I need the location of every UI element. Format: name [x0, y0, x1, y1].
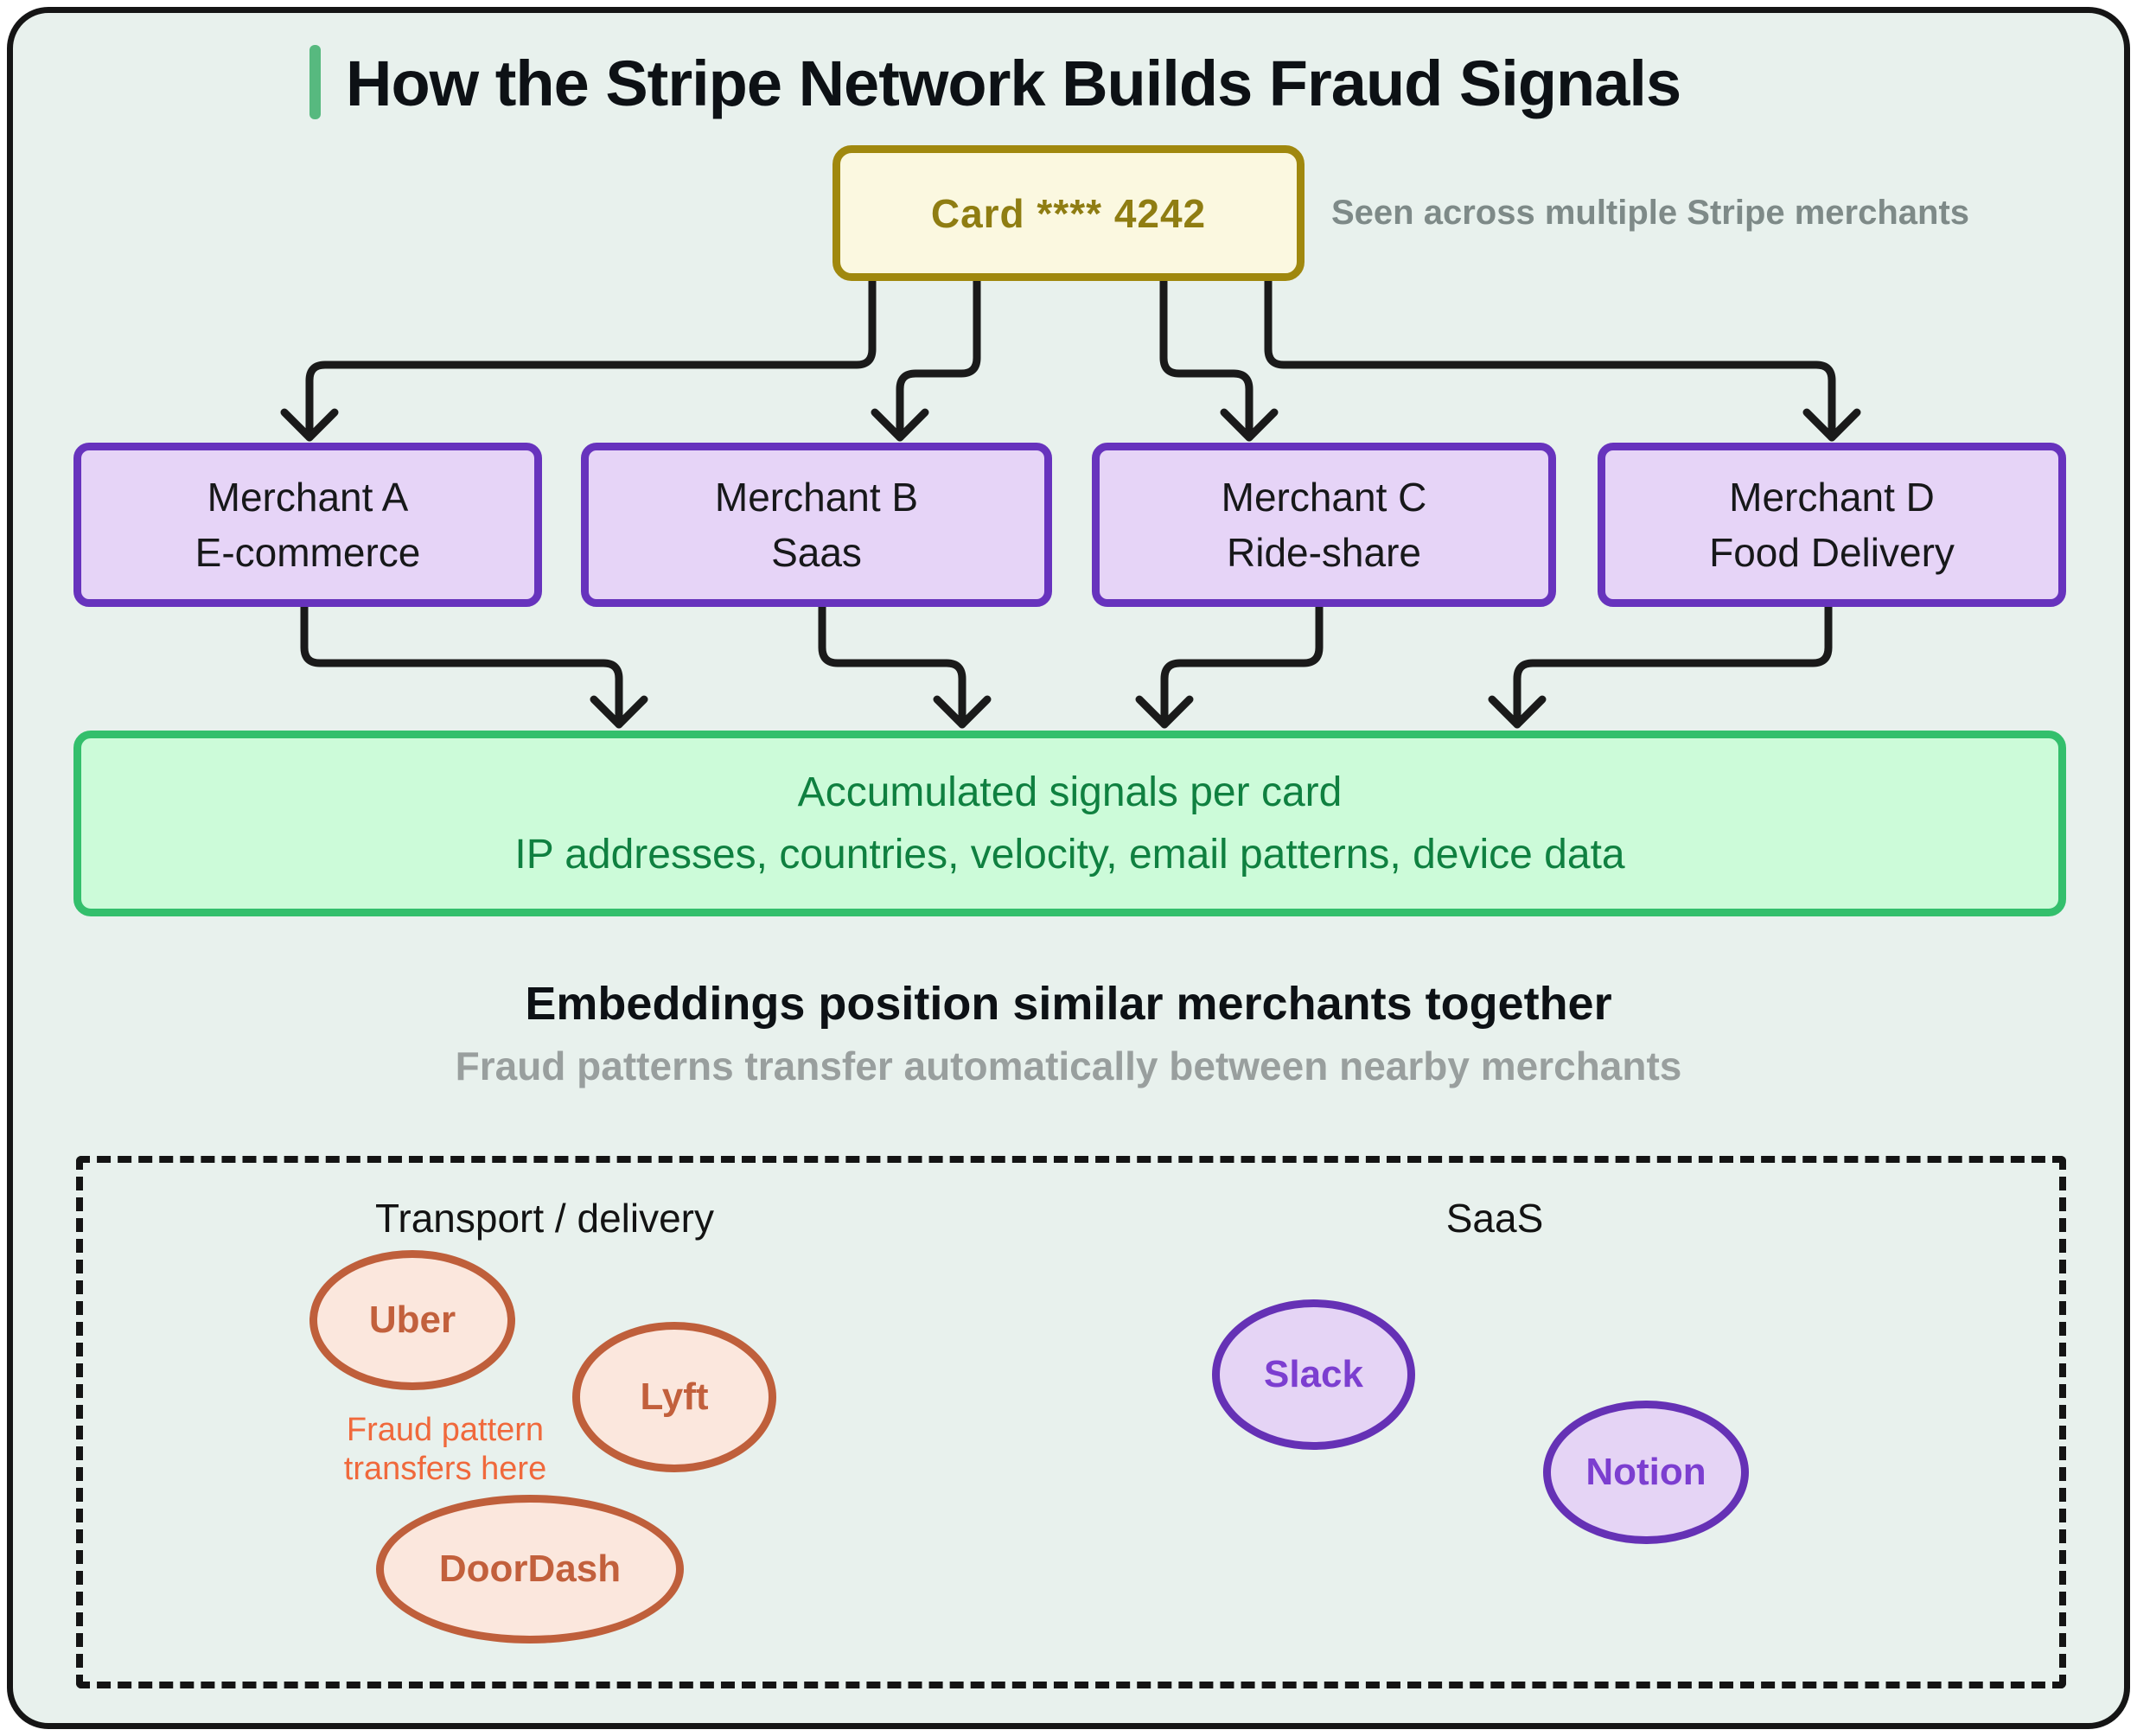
card-note: Seen across multiple Stripe merchants [1331, 194, 1970, 232]
lyft-bubble: Lyft [572, 1322, 776, 1472]
uber-label: Uber [368, 1299, 456, 1341]
embedding-map-box [76, 1156, 2066, 1688]
fraud-pattern-annotation-line1: Fraud pattern [346, 1412, 545, 1448]
merchant-a-node: Merchant A E-commerce [73, 443, 542, 607]
merchant-d-node: Merchant D Food Delivery [1598, 443, 2066, 607]
card-node: Card **** 4242 [832, 145, 1305, 281]
merchant-c-node: Merchant C Ride-share [1092, 443, 1556, 607]
merchant-d-name: Merchant D [1729, 475, 1935, 520]
notion-label: Notion [1585, 1451, 1706, 1493]
uber-bubble: Uber [309, 1250, 515, 1390]
transport-cluster-label: Transport / delivery [375, 1196, 714, 1241]
lyft-label: Lyft [640, 1375, 709, 1418]
slack-label: Slack [1264, 1353, 1363, 1395]
page-title: How the Stripe Network Builds Fraud Sign… [346, 47, 1681, 119]
slack-bubble: Slack [1212, 1299, 1415, 1450]
embeddings-subheading: Fraud patterns transfer automatically be… [455, 1044, 1682, 1088]
fraud-pattern-annotation-line2: transfers here [343, 1451, 547, 1487]
card-label: Card **** 4242 [930, 190, 1207, 236]
notion-bubble: Notion [1543, 1401, 1749, 1544]
title-accent-bar [309, 45, 321, 119]
merchant-c-name: Merchant C [1221, 475, 1427, 520]
signals-line1: Accumulated signals per card [797, 769, 1343, 815]
saas-cluster-label: SaaS [1445, 1196, 1544, 1241]
doordash-bubble: DoorDash [376, 1495, 684, 1643]
signals-line2: IP addresses, countries, velocity, email… [514, 831, 1625, 878]
fraud-pattern-annotation: Fraud pattern transfers here [298, 1411, 592, 1489]
merchant-c-type: Ride-share [1227, 530, 1421, 575]
merchant-a-name: Merchant A [207, 475, 409, 520]
embeddings-heading: Embeddings position similar merchants to… [525, 978, 1612, 1030]
accumulated-signals-node: Accumulated signals per card IP addresse… [73, 731, 2066, 916]
merchant-a-type: E-commerce [195, 530, 421, 575]
merchant-b-name: Merchant B [714, 475, 919, 520]
merchant-b-node: Merchant B Saas [581, 443, 1052, 607]
merchant-b-type: Saas [771, 530, 862, 575]
merchant-d-type: Food Delivery [1709, 530, 1955, 575]
doordash-label: DoorDash [438, 1548, 622, 1590]
